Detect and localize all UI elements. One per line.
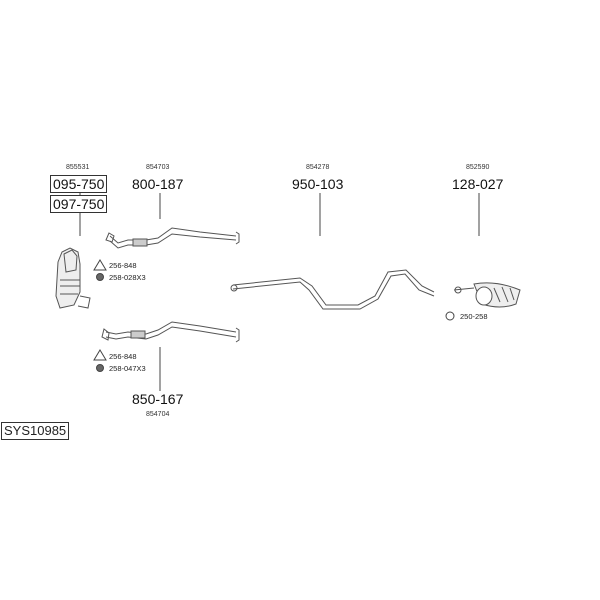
gasket-icon [93, 349, 107, 361]
nut-icon [96, 364, 104, 372]
front-pipe-800-187-icon [105, 227, 240, 249]
part-number[interactable]: 850-167 [132, 391, 184, 407]
part-ref: 852590 [466, 164, 490, 171]
part-number-box[interactable]: 095-750 [50, 175, 108, 193]
part-ref: 854278 [306, 164, 330, 171]
part-number[interactable]: 950-103 [292, 176, 344, 192]
nut-icon [96, 273, 104, 281]
part-number[interactable]: 800-187 [132, 176, 184, 192]
part-number[interactable]: 128-027 [452, 176, 504, 192]
gasket-icon [93, 259, 107, 271]
part-ref: 854704 [146, 411, 170, 418]
accessory-number[interactable]: 256-848 [109, 352, 137, 361]
part-number-box[interactable]: 097-750 [50, 195, 108, 213]
middle-pipe-950-103-icon [230, 269, 435, 310]
accessory-number[interactable]: 250-258 [460, 312, 488, 321]
front-pipe-850-167-icon [101, 321, 240, 343]
accessory-number[interactable]: 258-028X3 [109, 273, 146, 282]
rear-silencer-128-027-icon [453, 282, 521, 308]
accessory-number[interactable]: 256-848 [109, 261, 137, 270]
catalytic-converter-icon [55, 247, 91, 309]
accessory-number[interactable]: 258-047X3 [109, 364, 146, 373]
system-code: SYS10985 [1, 422, 70, 440]
clamp-icon [445, 311, 455, 321]
part-ref: 854703 [146, 164, 170, 171]
part-ref: 855531 [66, 164, 90, 171]
